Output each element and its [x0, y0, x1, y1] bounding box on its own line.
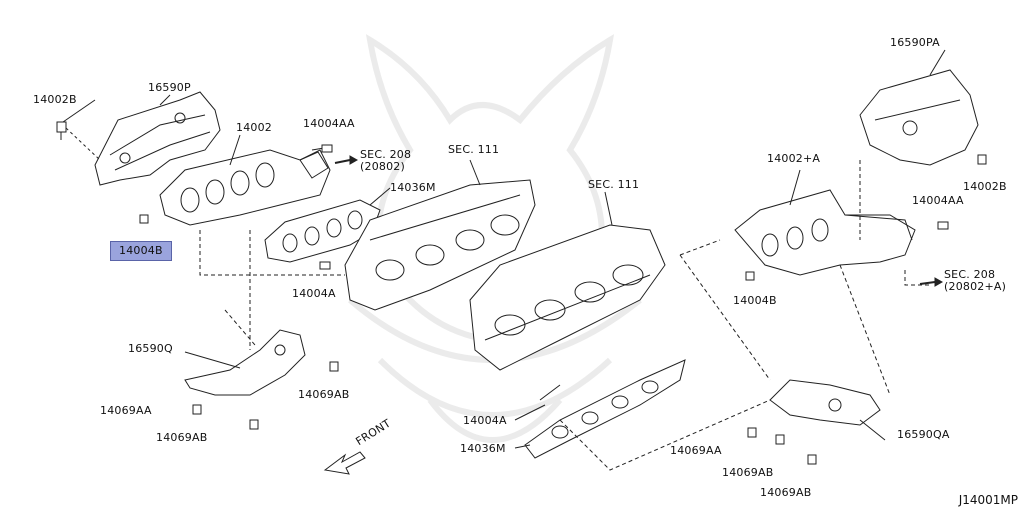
exhaust-manifold-14002a	[734, 189, 916, 276]
label-14004b-right[interactable]: 14004B	[733, 294, 777, 307]
diagram-code: J14001MP	[958, 493, 1018, 507]
label-16590pa[interactable]: 16590PA	[890, 36, 940, 49]
label-14004aa-left[interactable]: 14004AA	[303, 117, 355, 130]
label-14036m-top[interactable]: 14036M	[390, 181, 436, 194]
heat-shield-16590qa	[769, 379, 881, 426]
exhaust-manifold-14002	[159, 149, 331, 226]
label-14004b-left-highlighted[interactable]: 14004B	[110, 241, 172, 261]
label-sec208-right[interactable]: SEC. 208	[944, 268, 996, 281]
label-14004a-bottom[interactable]: 14004A	[463, 414, 507, 427]
label-14069ab-left1[interactable]: 14069AB	[298, 388, 350, 401]
label-14069ab-right2[interactable]: 14069AB	[760, 486, 812, 499]
label-sec208-left[interactable]: SEC. 208	[360, 148, 412, 161]
label-14002a[interactable]: 14002+A	[767, 152, 821, 165]
label-sec111-a[interactable]: SEC. 111	[448, 143, 500, 156]
arrow-sec208-left	[334, 155, 359, 165]
cylinder-head-left	[344, 179, 536, 311]
label-14002b-left[interactable]: 14002B	[33, 93, 77, 106]
label-14002[interactable]: 14002	[236, 121, 272, 134]
label-14004a-top[interactable]: 14004A	[292, 287, 336, 300]
bolt-14002b-left	[56, 121, 101, 161]
gasket-14036m-bottom	[524, 359, 686, 459]
label-sec208-left-sub: (20802)	[360, 160, 405, 173]
label-14004aa-right[interactable]: 14004AA	[912, 194, 964, 207]
stud-14004a-bottom	[539, 384, 561, 401]
label-14069ab-right1[interactable]: 14069AB	[722, 466, 774, 479]
label-14002b-right[interactable]: 14002B	[963, 180, 1007, 193]
watermark-logo	[348, 34, 642, 443]
heat-shield-16590p	[94, 91, 221, 186]
label-14036m-bottom[interactable]: 14036M	[460, 442, 506, 455]
leader-lines-dashed	[199, 160, 930, 471]
label-16590q[interactable]: 16590Q	[128, 342, 173, 355]
heat-shield-16590pa	[859, 69, 979, 166]
bolt-markers	[139, 144, 987, 465]
arrow-sec208-right	[919, 277, 944, 287]
label-sec208-right-sub: (20802+A)	[944, 280, 1007, 293]
leader-lines	[62, 49, 946, 449]
front-arrow-icon	[323, 451, 366, 475]
label-14069aa-left[interactable]: 14069AA	[100, 404, 152, 417]
label-sec111-b[interactable]: SEC. 111	[588, 178, 640, 191]
cylinder-head-right	[469, 224, 666, 371]
label-16590p[interactable]: 16590P	[148, 81, 191, 94]
label-14069ab-left2[interactable]: 14069AB	[156, 431, 208, 444]
label-16590qa[interactable]: 16590QA	[897, 428, 950, 441]
label-14069aa-right[interactable]: 14069AA	[670, 444, 722, 457]
heat-shield-16590q	[184, 329, 306, 396]
